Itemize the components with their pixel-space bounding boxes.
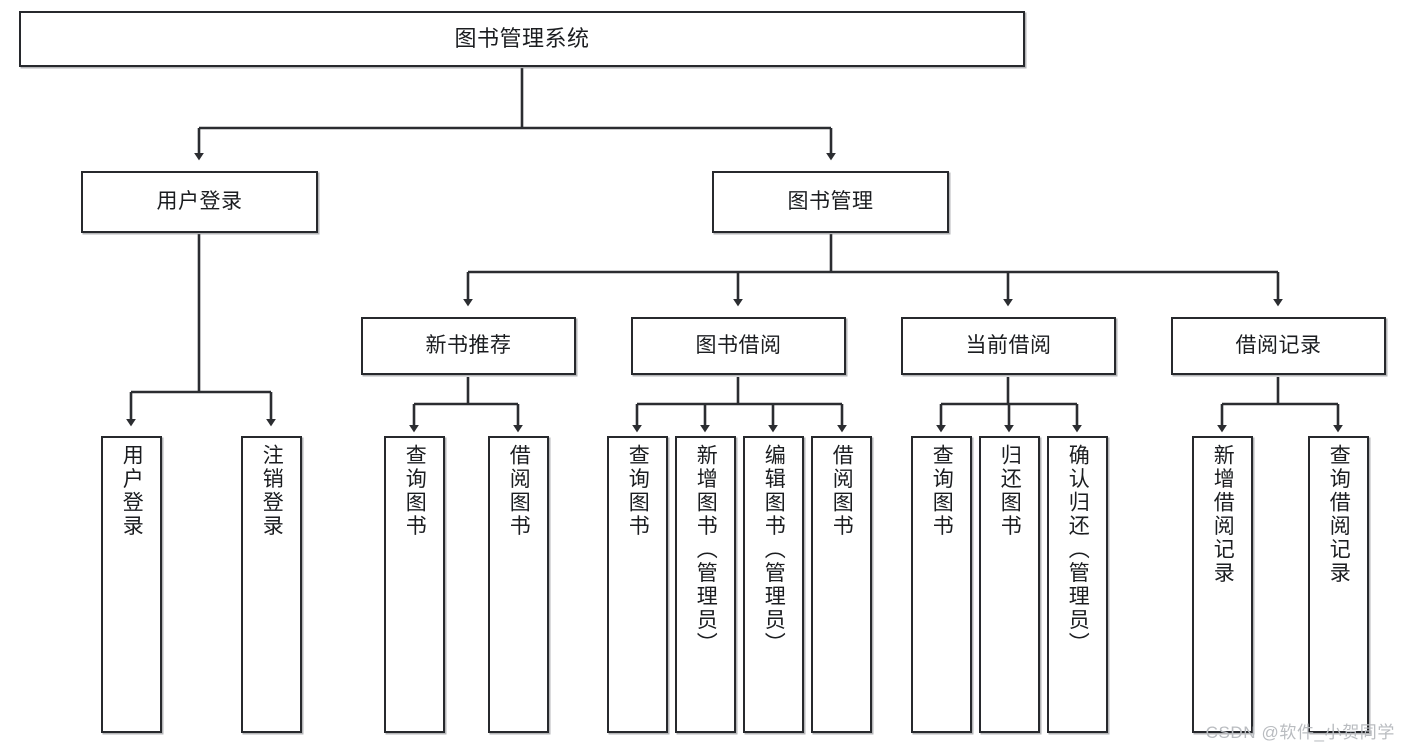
leaf-logout-login[interactable]: 注销登录 — [241, 436, 302, 733]
node-label: 用户登录 — [156, 190, 243, 214]
node-label: 图书管理系统 — [454, 25, 590, 51]
leaf-user-login[interactable]: 用户登录 — [101, 436, 162, 733]
node-label: 借阅图书 — [507, 444, 531, 538]
node-user-login[interactable]: 用户登录 — [81, 171, 318, 233]
node-book-borrow[interactable]: 图书借阅 — [631, 317, 846, 375]
leaf-borrow-book-book-borrow[interactable]: 借阅图书 — [811, 436, 872, 733]
node-current-borrow[interactable]: 当前借阅 — [901, 317, 1116, 375]
node-label: 查询借阅记录 — [1327, 444, 1351, 585]
node-label: 归还图书 — [998, 444, 1022, 538]
node-book-management[interactable]: 图书管理 — [712, 171, 949, 233]
leaf-query-book-current-borrow[interactable]: 查询图书 — [911, 436, 972, 733]
leaf-borrow-book-new-book-recommend[interactable]: 借阅图书 — [488, 436, 549, 733]
leaf-confirm-return-admin[interactable]: 确认归还（管理员） — [1047, 436, 1108, 733]
leaf-edit-book-admin[interactable]: 编辑图书（管理员） — [743, 436, 804, 733]
node-label: 借阅图书 — [830, 444, 854, 538]
leaf-query-book-book-borrow[interactable]: 查询图书 — [607, 436, 668, 733]
node-label: 查询图书 — [403, 444, 427, 538]
node-label: 用户登录 — [120, 444, 144, 538]
node-label: 借阅记录 — [1235, 334, 1322, 358]
node-new-book-recommend[interactable]: 新书推荐 — [361, 317, 576, 375]
leaf-add-book-admin[interactable]: 新增图书（管理员） — [675, 436, 736, 733]
node-label: 图书借阅 — [695, 334, 782, 358]
node-borrow-record[interactable]: 借阅记录 — [1171, 317, 1386, 375]
node-label: 编辑图书（管理员） — [762, 444, 786, 656]
node-label: 当前借阅 — [965, 334, 1052, 358]
csdn-watermark: CSDN @软件_小贺同学 — [1205, 723, 1395, 742]
node-label: 图书管理 — [787, 190, 874, 214]
node-label: 新增图书（管理员） — [694, 444, 718, 656]
node-label: 查询图书 — [626, 444, 650, 538]
node-label: 新增借阅记录 — [1211, 444, 1235, 585]
leaf-add-borrow-record[interactable]: 新增借阅记录 — [1192, 436, 1253, 733]
leaf-return-book[interactable]: 归还图书 — [979, 436, 1040, 733]
leaf-query-book-new-book-recommend[interactable]: 查询图书 — [384, 436, 445, 733]
node-label: 确认归还（管理员） — [1066, 444, 1090, 656]
node-root-library-management-system[interactable]: 图书管理系统 — [19, 11, 1025, 67]
leaf-query-borrow-record[interactable]: 查询借阅记录 — [1308, 436, 1369, 733]
node-label: 查询图书 — [930, 444, 954, 538]
node-label: 注销登录 — [260, 444, 284, 538]
node-label: 新书推荐 — [425, 334, 512, 358]
